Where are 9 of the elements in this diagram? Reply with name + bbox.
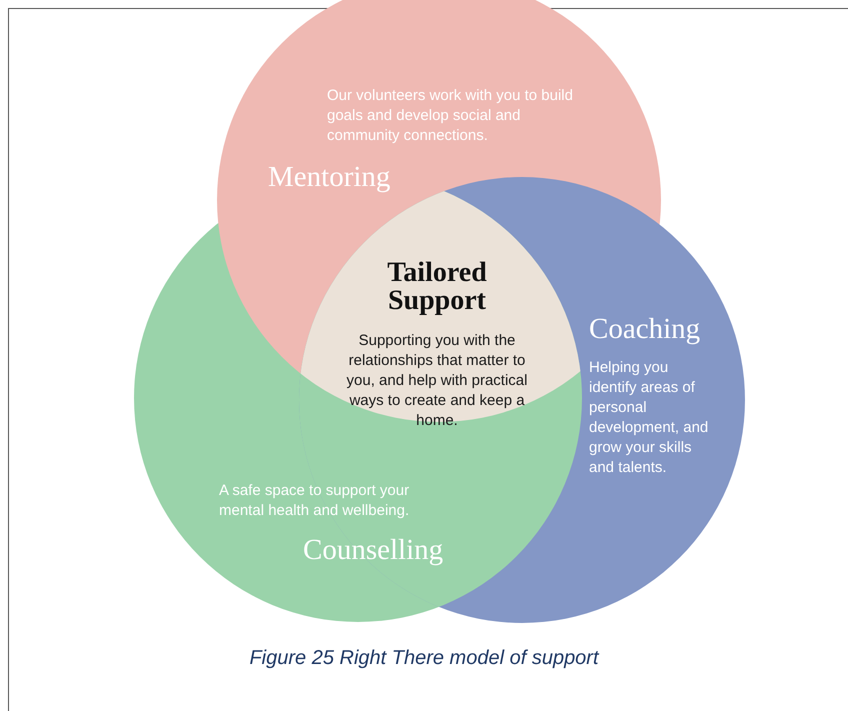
section-title: Counselling bbox=[303, 534, 444, 566]
description-text: Our volunteers work with you to build goals and develop social and community connections. bbox=[327, 86, 574, 146]
description-text: A safe space to support your mental health and wellbeing. bbox=[219, 481, 410, 521]
section-title: Tailored Support bbox=[386, 259, 488, 315]
description-text: Helping you identify areas of personal development, and grow your skills and talents. bbox=[589, 358, 710, 478]
description-text: Supporting you with the relationships that matter to you, and help with practical ways to create and keep a home. bbox=[346, 331, 528, 431]
section-title: Coaching bbox=[589, 313, 700, 345]
section-title: Mentoring bbox=[268, 161, 390, 193]
figure-caption: Figure 25 Right There model of support bbox=[248, 647, 600, 670]
